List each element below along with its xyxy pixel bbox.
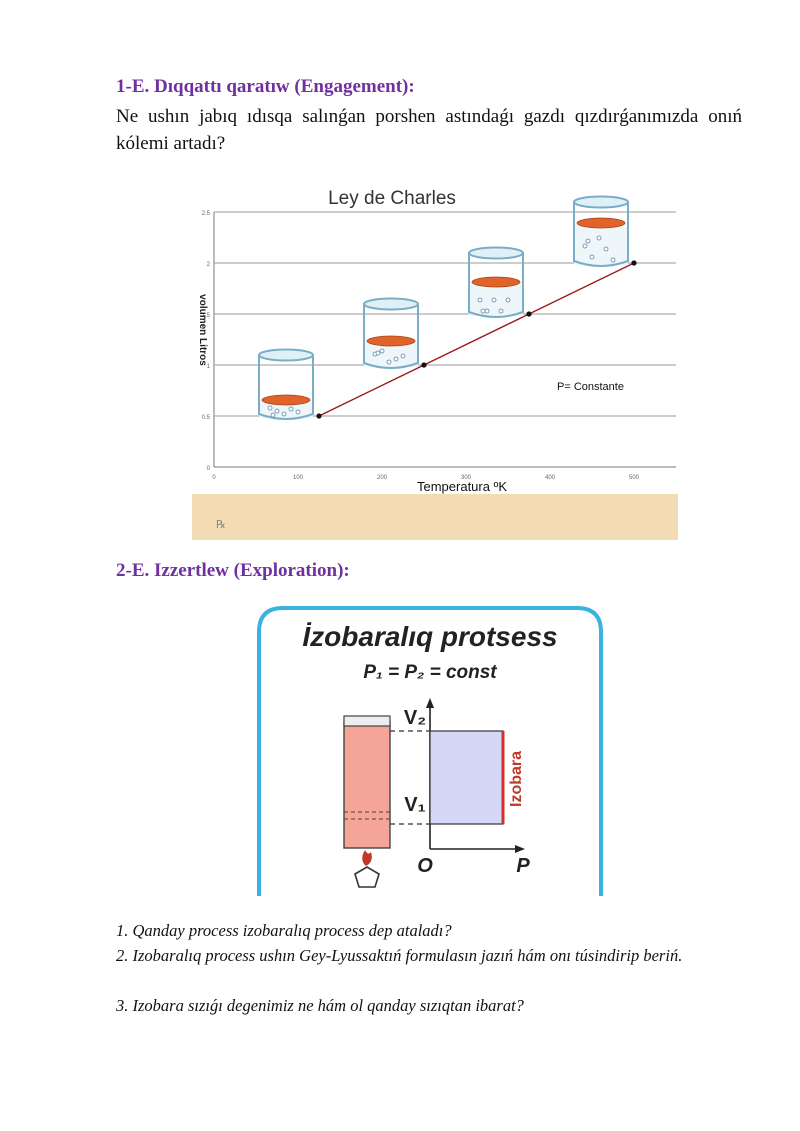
question-1: 1. Qanday process izobaralıq process dep… bbox=[116, 921, 452, 940]
section-2-heading: 2-E. Izzertlew (Exploration): bbox=[116, 560, 350, 581]
chart-annotation: P= Constante bbox=[557, 381, 624, 393]
piston bbox=[343, 715, 391, 727]
chart-footer-mark: ℞ bbox=[216, 519, 226, 531]
chart-title: Ley de Charles bbox=[328, 188, 456, 209]
x-tick-label: 200 bbox=[377, 475, 388, 481]
work-area bbox=[429, 730, 504, 825]
y-tick-label: 0.5 bbox=[202, 415, 211, 421]
y-tick-label: 2.5 bbox=[202, 211, 211, 217]
gas-beaker-icon bbox=[363, 297, 419, 369]
x-tick-label: 500 bbox=[629, 475, 640, 481]
isobar-label: Izobara bbox=[508, 751, 525, 807]
gas-beaker-icon bbox=[468, 246, 524, 318]
v2-label: V₂ bbox=[404, 707, 426, 729]
diagram-title: İzobaralıq protsess bbox=[302, 621, 557, 652]
flame-icon bbox=[362, 850, 372, 866]
question-2: 2. Izobaralıq process ushın Gey-Lyussakt… bbox=[116, 946, 683, 965]
chart-y-ticks: 0 0.5 1 1.5 2 2.5 bbox=[202, 211, 211, 472]
section-1-heading: 1-E. Dıqqattı qaratıw (Engagement): bbox=[116, 76, 415, 97]
diagram-formula: P₁ = P₂ = const bbox=[363, 662, 497, 683]
data-point bbox=[421, 362, 427, 368]
diagram-frame bbox=[257, 606, 603, 896]
data-point bbox=[316, 413, 322, 419]
charles-law-chart: ℞ Ley de Charles 0 0.5 1 1.5 2 2.5 0 100 200 300… bbox=[192, 172, 678, 540]
data-point bbox=[526, 311, 532, 317]
v-axis-arrow bbox=[426, 698, 434, 708]
chart-beakers bbox=[258, 195, 629, 420]
y-tick-label: 1 bbox=[207, 364, 211, 370]
origin-label: O bbox=[417, 855, 433, 877]
isobaric-diagram: İzobaralıq protsess P₁ = P₂ = const V₂ V… bbox=[257, 606, 603, 896]
y-tick-label: 1.5 bbox=[202, 313, 211, 319]
chart-points bbox=[316, 260, 637, 419]
y-tick-label: 0 bbox=[207, 466, 211, 472]
x-tick-label: 400 bbox=[545, 475, 556, 481]
chart-y-label: volumen Litros bbox=[197, 294, 208, 366]
chart-x-ticks: 0 100 200 300 400 500 bbox=[212, 475, 639, 481]
p-axis-label: P bbox=[516, 855, 530, 877]
chart-series-line bbox=[318, 262, 635, 417]
v1-label: V₁ bbox=[404, 794, 426, 816]
y-tick-label: 2 bbox=[207, 262, 211, 268]
data-point bbox=[631, 260, 637, 266]
x-tick-label: 100 bbox=[293, 475, 304, 481]
x-tick-label: 0 bbox=[212, 475, 216, 481]
p-axis-arrow bbox=[515, 845, 525, 853]
question-3: 3. Izobara sızıǵı degenimiz ne hám ol qa… bbox=[116, 996, 524, 1015]
burner-icon bbox=[354, 866, 380, 888]
chart-footer-band bbox=[192, 494, 678, 540]
engagement-question: Ne ushın jabıq ıdısqa salınǵan porshen a… bbox=[116, 106, 742, 154]
chart-x-label: Temperatura ºK bbox=[417, 479, 507, 494]
gas-beaker-icon bbox=[573, 195, 629, 267]
cylinder bbox=[343, 721, 391, 849]
x-tick-label: 300 bbox=[461, 475, 472, 481]
gas-beaker-icon bbox=[258, 348, 314, 420]
